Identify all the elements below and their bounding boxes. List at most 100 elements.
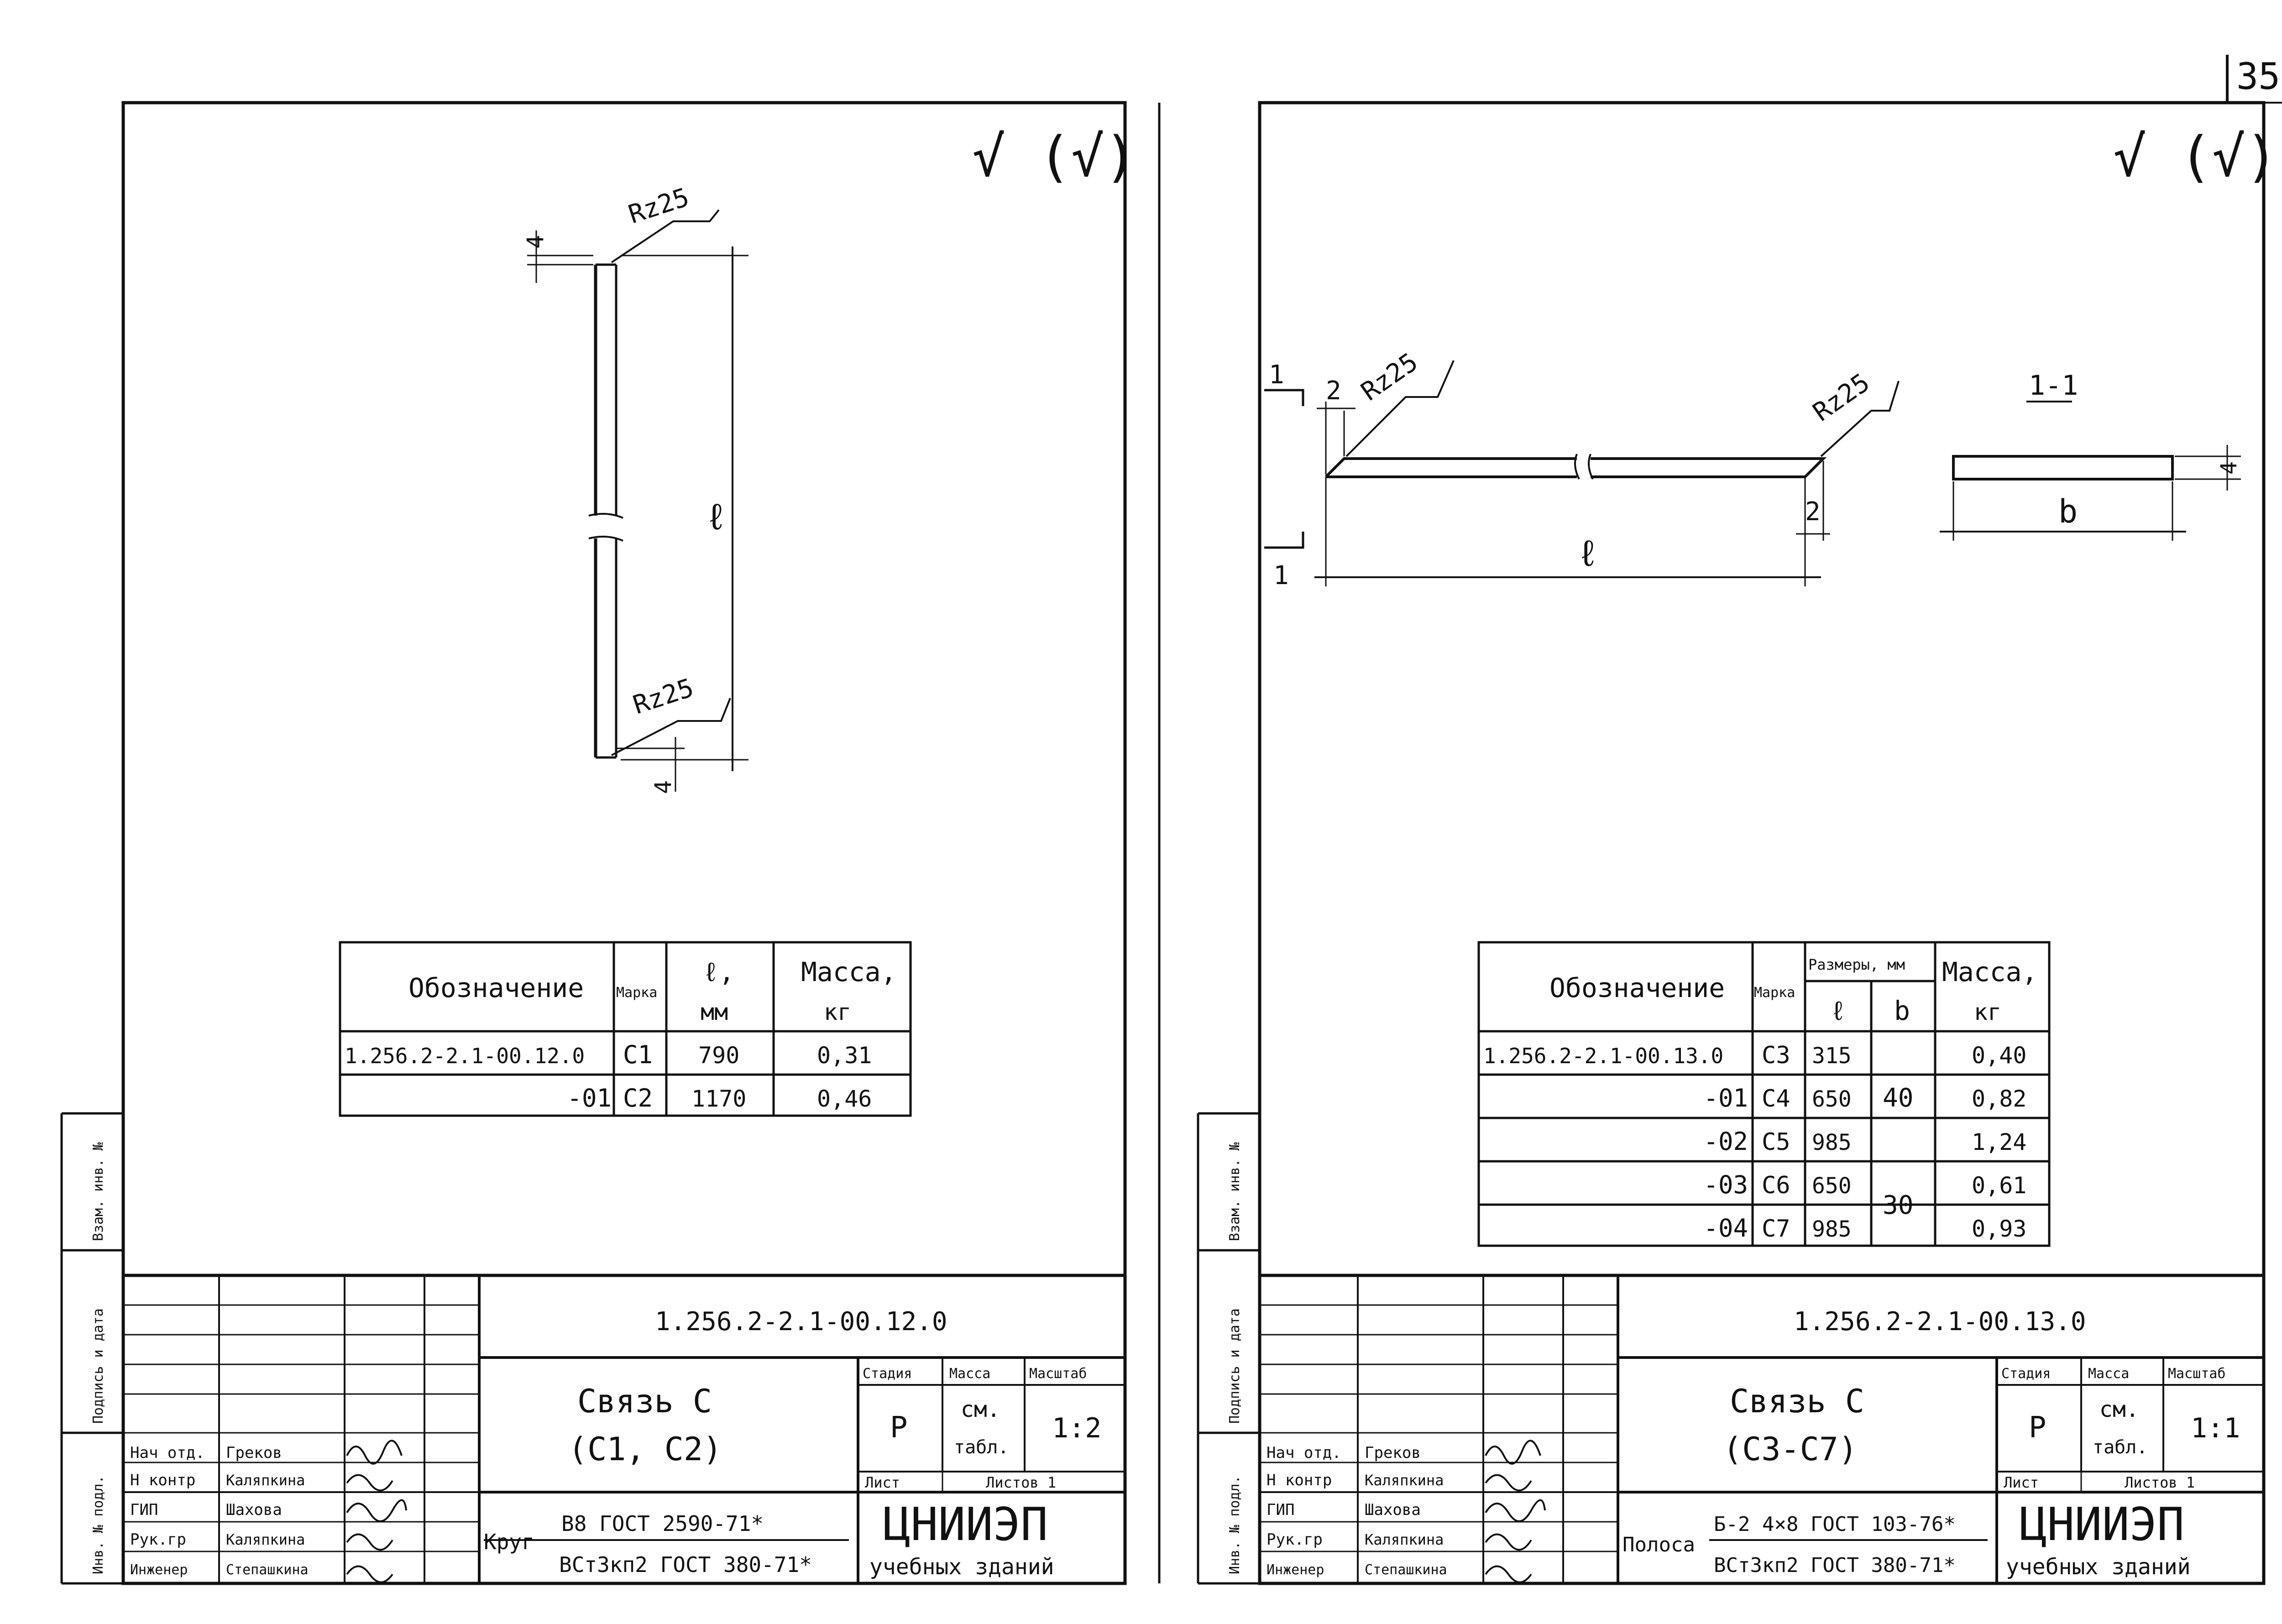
right-row1-mark: С3 xyxy=(1762,1042,1790,1069)
right-row4-mass: 0,61 xyxy=(1972,1172,2026,1199)
left-row1-mark: С1 xyxy=(623,1040,653,1069)
left-name-line2: (С1, С2) xyxy=(568,1431,722,1468)
right-row3-l: 985 xyxy=(1812,1130,1852,1155)
right-b-group-1: 40 xyxy=(1883,1083,1913,1113)
right-length-label: ℓ xyxy=(1577,532,1599,574)
left-name-3: Шахова xyxy=(226,1501,282,1519)
right-surface-mark: √ (√) xyxy=(2113,125,2278,189)
right-row2-mass: 0,82 xyxy=(1972,1086,2026,1112)
right-mass-l2: табл. xyxy=(2093,1437,2147,1458)
left-rough-bottom: Rz25 xyxy=(629,673,697,720)
left-sheets: Листов 1 xyxy=(986,1474,1056,1491)
right-row5-mark: С7 xyxy=(1762,1215,1790,1243)
right-title-block xyxy=(1260,1274,2264,1583)
left-strip-sign: Подпись и дата xyxy=(90,1308,106,1424)
left-th-mark: Марка xyxy=(616,985,657,1001)
left-th-length-unit: мм xyxy=(701,999,728,1025)
right-stage-hdr: Стадия xyxy=(2001,1366,2051,1382)
left-role-4: Рук.гр xyxy=(130,1530,186,1549)
left-name-2: Каляпкина xyxy=(226,1472,305,1489)
left-row1-designation: 1.256.2-2.1-00.12.0 xyxy=(345,1044,585,1068)
left-scale-hdr: Масштаб xyxy=(1029,1366,1087,1382)
right-name-3: Шахова xyxy=(1365,1501,1421,1519)
right-scale: 1:1 xyxy=(2191,1412,2240,1444)
left-org-l2: учебных зданий xyxy=(869,1554,1054,1580)
right-role-1: Нач отд. xyxy=(1267,1444,1341,1462)
left-doc-code: 1.256.2-2.1-00.12.0 xyxy=(655,1307,947,1337)
left-org-l1: ЦНИИЭП xyxy=(883,1498,1048,1551)
right-th-mass-unit: кг xyxy=(1974,999,2001,1025)
right-row2-designation: -01 xyxy=(1703,1084,1748,1112)
right-th-designation: Обозначение xyxy=(1549,972,1725,1003)
right-b-group-2: 30 xyxy=(1883,1191,1913,1220)
left-rod-drawing xyxy=(527,209,748,792)
left-row2-mark: С2 xyxy=(623,1084,653,1112)
left-name-5: Степашкина xyxy=(226,1562,309,1578)
right-row1-mass: 0,40 xyxy=(1972,1042,2026,1069)
left-material-prefix: Круг xyxy=(484,1530,534,1554)
right-th-b: b xyxy=(1894,995,1910,1026)
left-stage-hdr: Стадия xyxy=(863,1366,912,1382)
right-row3-mark: С5 xyxy=(1762,1128,1790,1156)
page-number: 35 xyxy=(2236,55,2280,98)
left-scale: 1:2 xyxy=(1052,1412,1101,1444)
left-role-2: Н контр xyxy=(130,1471,195,1489)
left-spec-table xyxy=(339,941,912,1117)
right-row5-designation: -04 xyxy=(1703,1214,1748,1243)
right-name-5: Степашкина xyxy=(1365,1562,1447,1578)
right-role-3: ГИП xyxy=(1267,1501,1294,1519)
right-chamfer-left: 2 xyxy=(1326,376,1341,406)
right-material-bottom: ВСт3кп2 ГОСТ 380-71* xyxy=(1714,1554,1956,1577)
right-sheets: Листов 1 xyxy=(2125,1474,2195,1491)
right-row4-designation: -03 xyxy=(1703,1170,1748,1199)
right-strip-sign: Подпись и дата xyxy=(1227,1308,1243,1424)
right-material-prefix: Полоса xyxy=(1623,1533,1695,1556)
right-row5-l: 985 xyxy=(1812,1217,1852,1242)
right-name-2: Каляпкина xyxy=(1365,1472,1444,1489)
left-surface-mark: √ (√) xyxy=(972,125,1137,189)
right-width-label: b xyxy=(2058,493,2078,530)
left-mass-l1: см. xyxy=(961,1397,1000,1422)
left-name-line1: Связь С xyxy=(577,1383,712,1420)
left-chamfer-bottom: 4 xyxy=(650,780,676,794)
right-strip-inv: Инв. № подл. xyxy=(1227,1475,1243,1574)
left-row2-designation: -01 xyxy=(567,1084,612,1112)
left-role-5: Инженер xyxy=(130,1562,188,1578)
left-mass-hdr: Масса xyxy=(949,1366,990,1382)
right-mass-hdr: Масса xyxy=(2088,1366,2129,1382)
right-th-sizes: Размеры, мм xyxy=(1808,956,1905,973)
left-length-label: ℓ xyxy=(705,496,727,538)
right-name-line2: (С3-С7) xyxy=(1723,1431,1858,1468)
right-sheet: Лист xyxy=(2004,1474,2039,1491)
right-spec-table xyxy=(1477,941,2051,1247)
left-stage: Р xyxy=(890,1411,908,1445)
right-cut-top: 1 xyxy=(1269,360,1284,390)
right-row5-mass: 0,93 xyxy=(1972,1216,2026,1242)
right-row3-mass: 1,24 xyxy=(1972,1129,2026,1155)
left-material-bottom: ВСт3кп2 ГОСТ 380-71* xyxy=(559,1552,812,1577)
right-material-top: Б-2 4×8 ГОСТ 103-76* xyxy=(1714,1513,1956,1536)
right-thickness: 4 xyxy=(2216,461,2242,475)
right-frame xyxy=(1258,101,2266,1585)
right-th-mark: Марка xyxy=(1754,985,1795,1001)
left-th-length: ℓ, xyxy=(703,956,735,987)
left-name-1: Греков xyxy=(226,1444,282,1462)
left-material-top: B8 ГОСТ 2590-71* xyxy=(561,1511,764,1536)
left-strip-vzam: Взам. инв. № xyxy=(90,1142,106,1241)
left-chamfer-top: 4 xyxy=(522,235,549,249)
left-strip-inv: Инв. № подл. xyxy=(90,1475,106,1574)
right-section-label: 1-1 xyxy=(2029,370,2078,402)
left-side-strip xyxy=(60,1112,123,1585)
right-name-1: Греков xyxy=(1365,1444,1421,1462)
left-sheet: Инв. № подл. Подпись и дата Взам. инв. №… xyxy=(60,101,1137,1585)
right-row2-mark: С4 xyxy=(1762,1085,1790,1112)
right-role-5: Инженер xyxy=(1267,1562,1324,1578)
right-rough-right: Rz25 xyxy=(1808,368,1875,428)
right-side-strip xyxy=(1197,1112,1260,1585)
left-row1-l: 790 xyxy=(698,1042,739,1069)
page-number-corner: 35 xyxy=(2226,55,2282,104)
right-role-4: Рук.гр xyxy=(1267,1530,1323,1549)
right-th-l: ℓ xyxy=(1830,995,1846,1026)
right-row2-l: 650 xyxy=(1812,1086,1852,1112)
